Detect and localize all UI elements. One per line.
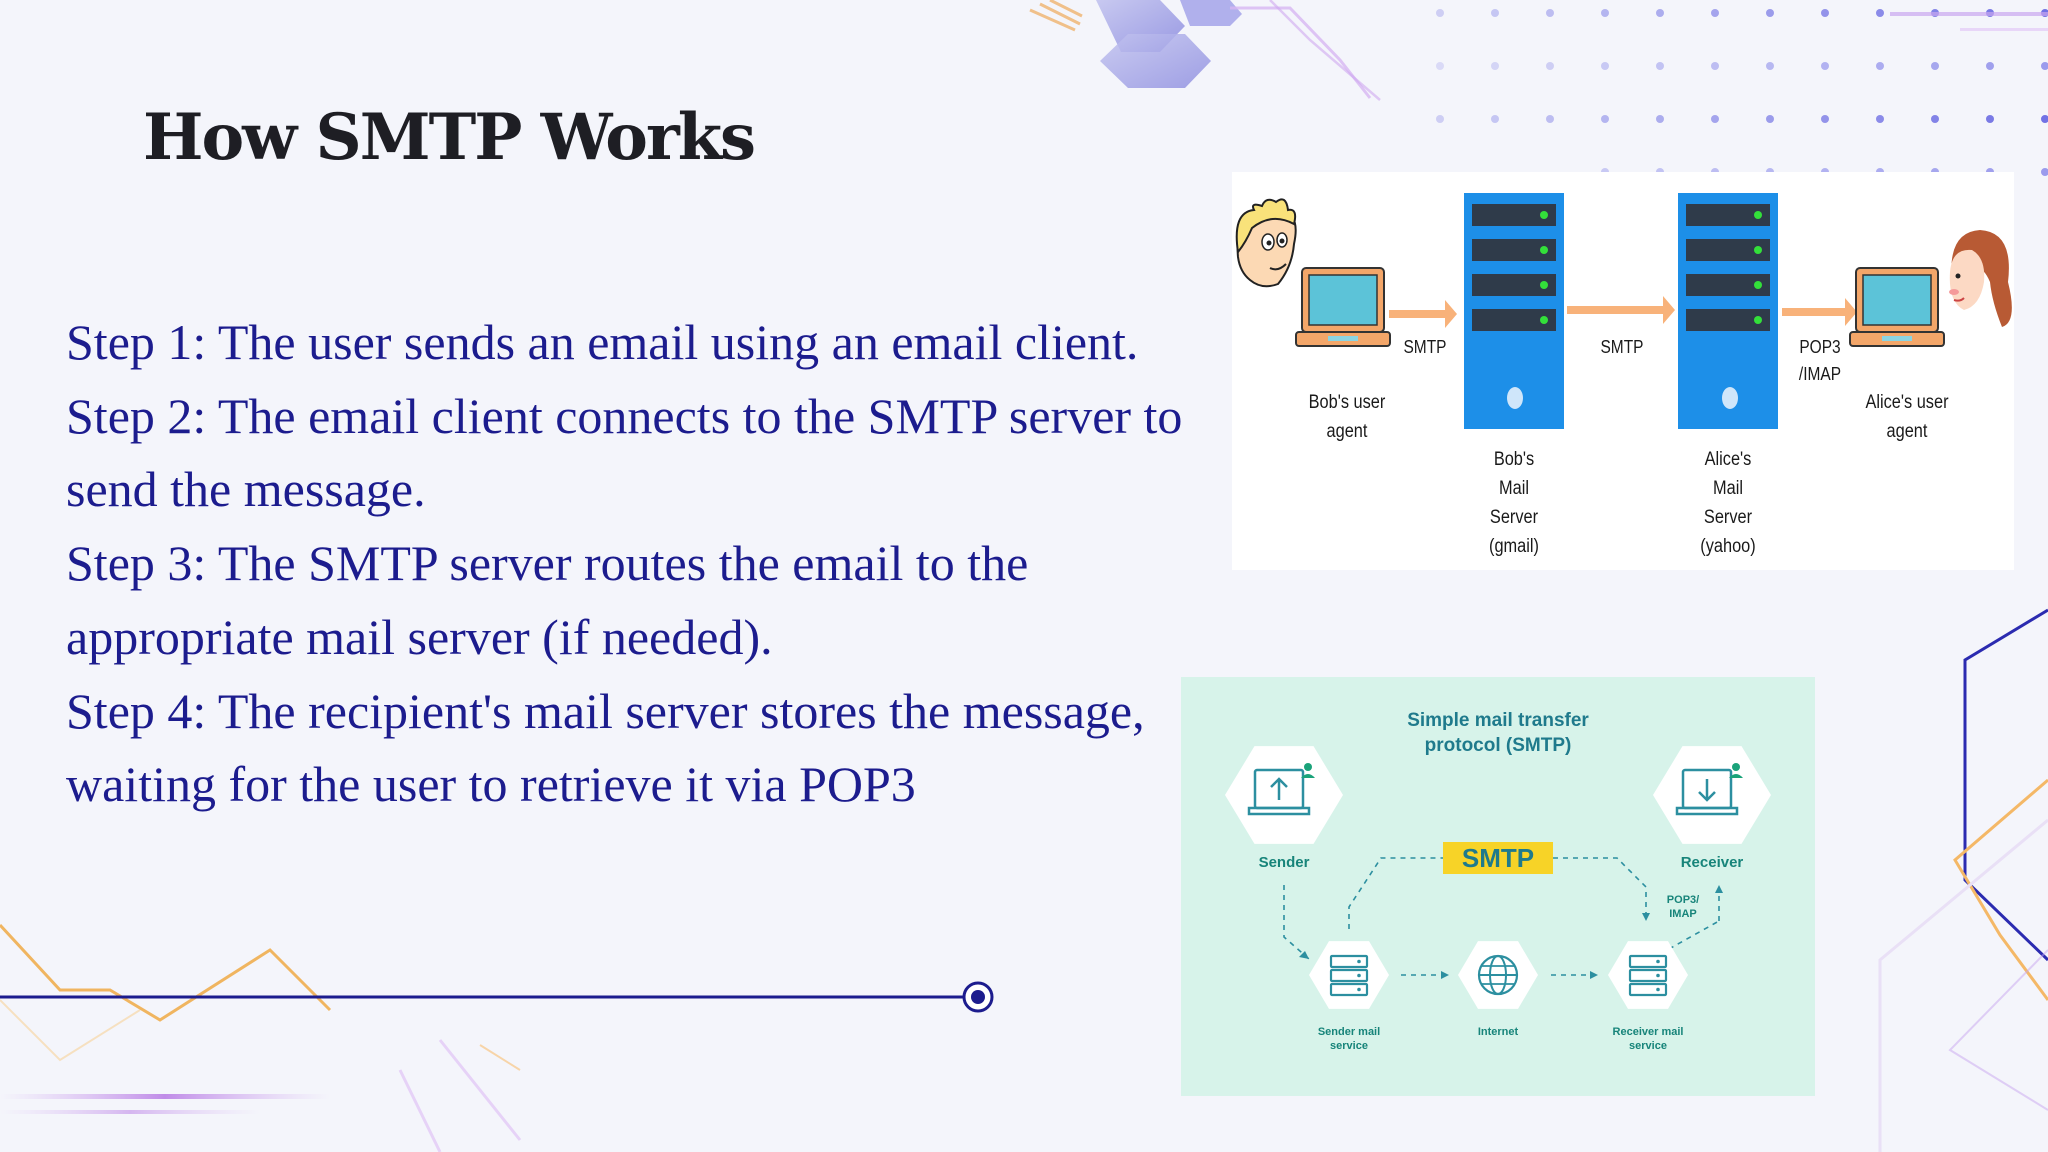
decorative-dot [1491, 9, 1499, 17]
slide-title: How SMTP Works [143, 100, 756, 175]
diagram2-title: Simple mail transfer protocol (SMTP) [1348, 708, 1648, 758]
label-line: Mail [1713, 478, 1743, 499]
hexagon-cluster [1029, 0, 1242, 88]
label-line: service [1330, 1040, 1368, 1052]
decorative-dot [1711, 62, 1719, 70]
sender-mail-service-label: Sender mail service [1294, 1025, 1404, 1053]
label-line: Mail [1499, 478, 1529, 499]
title-line: protocol (SMTP) [1424, 735, 1572, 756]
label-line: (gmail) [1489, 536, 1539, 557]
alice-face-icon [1949, 230, 2012, 327]
internet-node [1458, 941, 1538, 1009]
decorative-dot [2041, 115, 2048, 123]
label-line: (yahoo) [1700, 536, 1756, 557]
decorative-dot [1766, 115, 1774, 123]
receiver-label: Receiver [1680, 854, 1744, 871]
decorative-dot [1766, 62, 1774, 70]
step-4: Step 4: The recipient's mail server stor… [66, 682, 1145, 813]
decorative-dot [1601, 62, 1609, 70]
laptop-icon [1849, 267, 1945, 347]
decorative-dot [2041, 168, 2048, 176]
decorative-dot [1546, 115, 1554, 123]
decorative-dot [1986, 62, 1994, 70]
label-line: IMAP [1669, 908, 1697, 920]
decorative-dot [1491, 115, 1499, 123]
pop3-imap-label: POP3/ IMAP [1653, 893, 1713, 921]
bob-server-label: Bob's Mail Server (gmail) [1462, 445, 1565, 561]
bob-face-icon [1235, 198, 1297, 288]
smtp-overview-diagram: Simple mail transfer protocol (SMTP) Sen… [1181, 677, 1815, 1096]
decorative-dot [1436, 9, 1444, 17]
label-line: POP3 [1799, 337, 1841, 357]
label-line: Server [1703, 507, 1753, 528]
decorative-dot [2041, 62, 2048, 70]
decorative-dot [1601, 115, 1609, 123]
decorative-dot [1821, 9, 1829, 17]
bob-user-agent-label: Bob's user agent [1283, 388, 1412, 446]
decorative-dot [1546, 9, 1554, 17]
receiver-mail-service-label: Receiver mail service [1593, 1025, 1703, 1053]
diagram2-connectors [1283, 857, 1723, 979]
laptop-icon [1295, 267, 1391, 347]
diagram1-graphics [1235, 193, 2012, 429]
decorative-dot [1601, 9, 1609, 17]
smtp-flow-diagram: Bob's user agent SMTP Bob's Mail Server … [1232, 172, 2014, 570]
decorative-dot [1821, 62, 1829, 70]
protocol-label-pop3-imap: POP3 /IMAP [1786, 334, 1855, 388]
sender-label: Sender [1258, 854, 1310, 871]
alice-user-agent-label: Alice's user agent [1843, 388, 1972, 446]
label-line: Receiver mail [1612, 1026, 1684, 1038]
label-line: Bob's user [1308, 392, 1386, 413]
label-line: agent [1326, 421, 1368, 442]
alice-server-label: Alice's Mail Server (yahoo) [1676, 445, 1779, 561]
decorative-dot [1876, 115, 1884, 123]
decorative-dot [1876, 9, 1884, 17]
label-line: agent [1886, 421, 1928, 442]
decorative-dot [1931, 115, 1939, 123]
label-line: Alice's user [1865, 392, 1949, 413]
server-icon [1464, 193, 1564, 429]
decorative-dot [1711, 9, 1719, 17]
globe-icon [1477, 954, 1519, 996]
label-line: service [1629, 1040, 1667, 1052]
dot-grid [1436, 9, 2048, 176]
decorative-dot [1876, 62, 1884, 70]
label-line: Bob's [1493, 449, 1535, 470]
decorative-dot [1656, 9, 1664, 17]
step-2: Step 2: The email client connects to the… [66, 387, 1183, 518]
decorative-dot [1546, 62, 1554, 70]
title-line: Simple mail transfer [1407, 710, 1589, 731]
protocol-label-smtp-2: SMTP [1600, 337, 1644, 357]
label-line: /IMAP [1798, 364, 1842, 384]
server-stack-icon [1329, 954, 1369, 997]
decorative-dot [1656, 115, 1664, 123]
decorative-dot [1766, 9, 1774, 17]
label-line: Alice's [1704, 449, 1752, 470]
step-1: Step 1: The user sends an email using an… [66, 314, 1139, 370]
receiver-mail-service-node [1608, 941, 1688, 1009]
decorative-dot [1986, 115, 1994, 123]
label-line: Server [1489, 507, 1539, 528]
decorative-dot [1436, 115, 1444, 123]
server-stack-icon [1628, 954, 1668, 997]
label-line: POP3/ [1666, 894, 1700, 906]
decorative-dot [1821, 115, 1829, 123]
protocol-label-smtp-1: SMTP [1403, 337, 1447, 357]
sender-mail-service-node [1309, 941, 1389, 1009]
upload-laptop-icon [1247, 763, 1315, 816]
decorative-dot [1491, 62, 1499, 70]
decorative-dot [1711, 115, 1719, 123]
label-line: Sender mail [1317, 1026, 1381, 1038]
step-3: Step 3: The SMTP server routes the email… [66, 535, 1029, 665]
download-laptop-icon [1675, 763, 1743, 816]
decorative-dot [1656, 62, 1664, 70]
steps-list: Step 1: The user sends an email using an… [66, 306, 1196, 822]
internet-label: Internet [1477, 1026, 1519, 1038]
decorative-dot [1931, 62, 1939, 70]
smtp-badge: SMTP [1443, 842, 1553, 874]
server-icon [1678, 193, 1778, 429]
decorative-dot [1436, 62, 1444, 70]
timeline-node-icon [962, 981, 994, 1013]
